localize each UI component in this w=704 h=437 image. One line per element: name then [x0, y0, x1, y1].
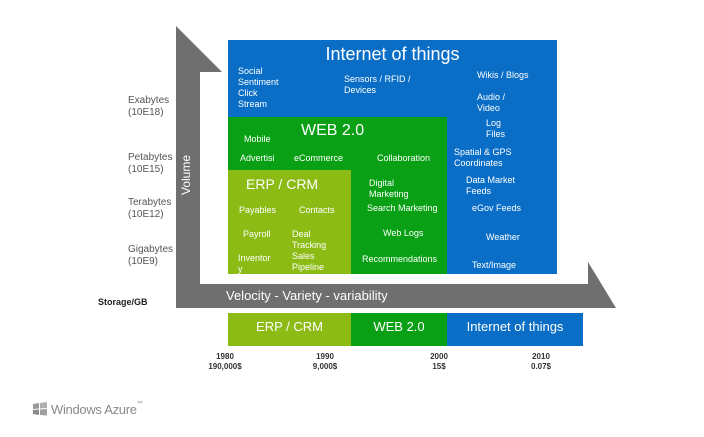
web2-item-search: Search Marketing: [367, 203, 438, 213]
timeline-web2-label: WEB 2.0: [373, 319, 425, 334]
erp-item-sales: Sales Pipeline: [292, 251, 325, 272]
windows-flag-icon: [33, 402, 47, 416]
erp-item-contacts: Contacts: [299, 205, 335, 215]
timeline-erp-label: ERP / CRM: [256, 319, 323, 334]
velocity-arrow: [176, 262, 616, 308]
logo-trademark: ™: [136, 401, 143, 407]
timeline-iot-label: Internet of things: [466, 319, 564, 334]
iot-item-market: Data Market Feeds: [466, 175, 516, 196]
erp-item-deal: Deal Tracking: [292, 229, 327, 250]
iot-item-log: Log Files: [486, 118, 506, 139]
level-terabytes: Terabytes(10E12): [128, 197, 172, 220]
iot-item-social: Social Sentiment: [238, 66, 279, 87]
erp-item-payables: Payables: [239, 205, 277, 215]
timeline-iot-bar: [447, 313, 583, 346]
web2-item-recommendations: Recommendations: [362, 254, 438, 264]
level-petabytes: Petabytes(10E15): [128, 152, 173, 175]
logo-text: Windows Azure: [51, 401, 137, 417]
windows-azure-logo: Windows Azure ™: [32, 401, 143, 417]
web2-title: WEB 2.0: [301, 122, 365, 139]
iot-item-spatial: Spatial & GPS Coordinates: [454, 147, 512, 168]
iot-item-click: Click Stream: [238, 88, 268, 109]
iot-item-audio: Audio / Video: [477, 92, 506, 113]
erp-item-inventory: Inventory: [238, 253, 271, 274]
storage-label: Storage/GB: [98, 297, 148, 307]
velocity-label: Velocity - Variety - variability: [226, 288, 388, 303]
iot-item-weather: Weather: [486, 232, 520, 242]
volume-arrow: [176, 26, 222, 307]
iot-title: Internet of things: [325, 44, 460, 64]
web2-item-ecommerce: eCommerce: [294, 153, 344, 163]
timeline-erp-bar: [228, 313, 351, 346]
volume-label: Volume: [179, 154, 193, 196]
level-gigabytes: Gigabytes(10E9): [128, 244, 174, 267]
web2-item-weblogs: Web Logs: [383, 228, 424, 238]
erp-title: ERP / CRM: [246, 176, 319, 192]
web2-item-mobile: Mobile: [244, 134, 271, 144]
web2-item-digital: Digital Marketing: [369, 178, 409, 199]
web2-item-advertising: Advertising: [240, 153, 275, 163]
iot-item-egov: eGov Feeds: [472, 203, 522, 213]
iot-item-text: Text/Image: [472, 260, 517, 270]
web2-item-collaboration: Collaboration: [377, 153, 431, 163]
erp-block: [228, 170, 351, 274]
timeline-web2-bar: [351, 313, 447, 346]
level-exabytes: Exabytes(10E18): [128, 95, 170, 118]
erp-item-payroll: Payroll: [243, 229, 271, 239]
iot-item-wikis: Wikis / Blogs: [477, 70, 529, 80]
iot-item-sensors: Sensors / RFID / Devices: [344, 74, 411, 95]
